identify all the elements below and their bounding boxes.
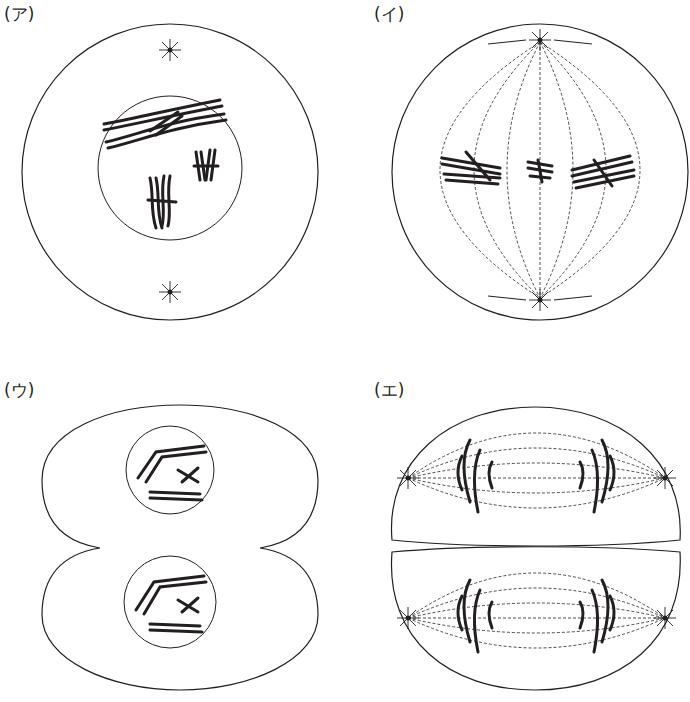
panel-label: (ア) — [4, 4, 34, 24]
cell-metaphase — [392, 24, 688, 320]
cell-cleavage — [42, 405, 318, 690]
panel-label: (イ) — [374, 4, 404, 24]
cell-prophase — [22, 24, 318, 320]
cell-anaphase — [391, 407, 680, 690]
panel-label: (ウ) — [4, 380, 34, 400]
panel-label: (エ) — [374, 380, 404, 400]
